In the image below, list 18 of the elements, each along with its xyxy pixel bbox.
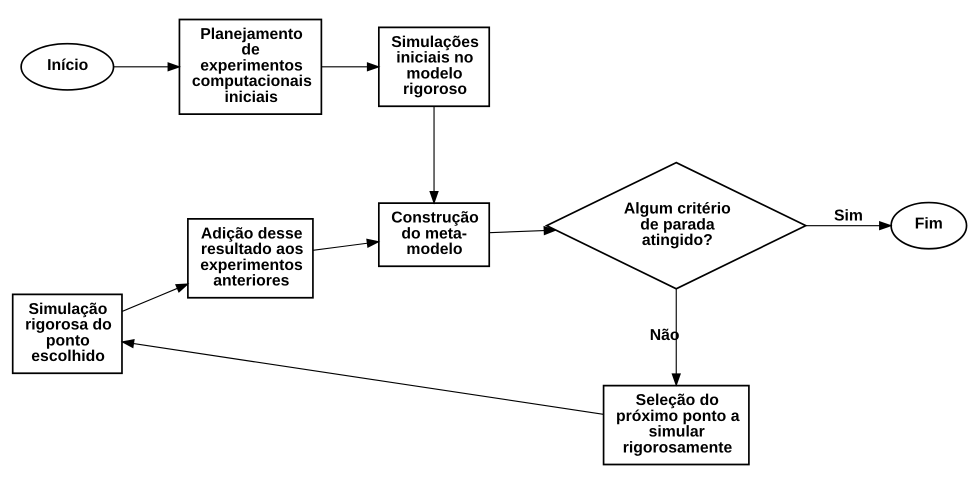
node-box: Construção do meta-modelo [378, 202, 490, 267]
arrow [672, 288, 681, 386]
node-ellipse: Início [20, 42, 114, 90]
arrow [120, 338, 604, 414]
node-ellipse: Fim [890, 201, 968, 250]
arrow [312, 238, 380, 250]
arrow [429, 106, 439, 204]
node-box: Planejamento de experimentos computacionais iniciais [178, 18, 322, 114]
arrow [122, 282, 190, 312]
arrow [489, 225, 558, 235]
edge-label: Sim [834, 206, 863, 224]
node-box: Simulações iniciais no modelo rigoroso [378, 26, 490, 107]
arrow [114, 62, 182, 72]
node-box: Simulação rigorosa do ponto escolhido [12, 293, 123, 374]
node-box: Adição desse resultado aos experimentos anteriores [187, 218, 314, 298]
arrow [806, 220, 893, 230]
arrow [322, 62, 380, 72]
node-box: Seleção do próximo ponto a simular rigorosamente [602, 384, 750, 465]
